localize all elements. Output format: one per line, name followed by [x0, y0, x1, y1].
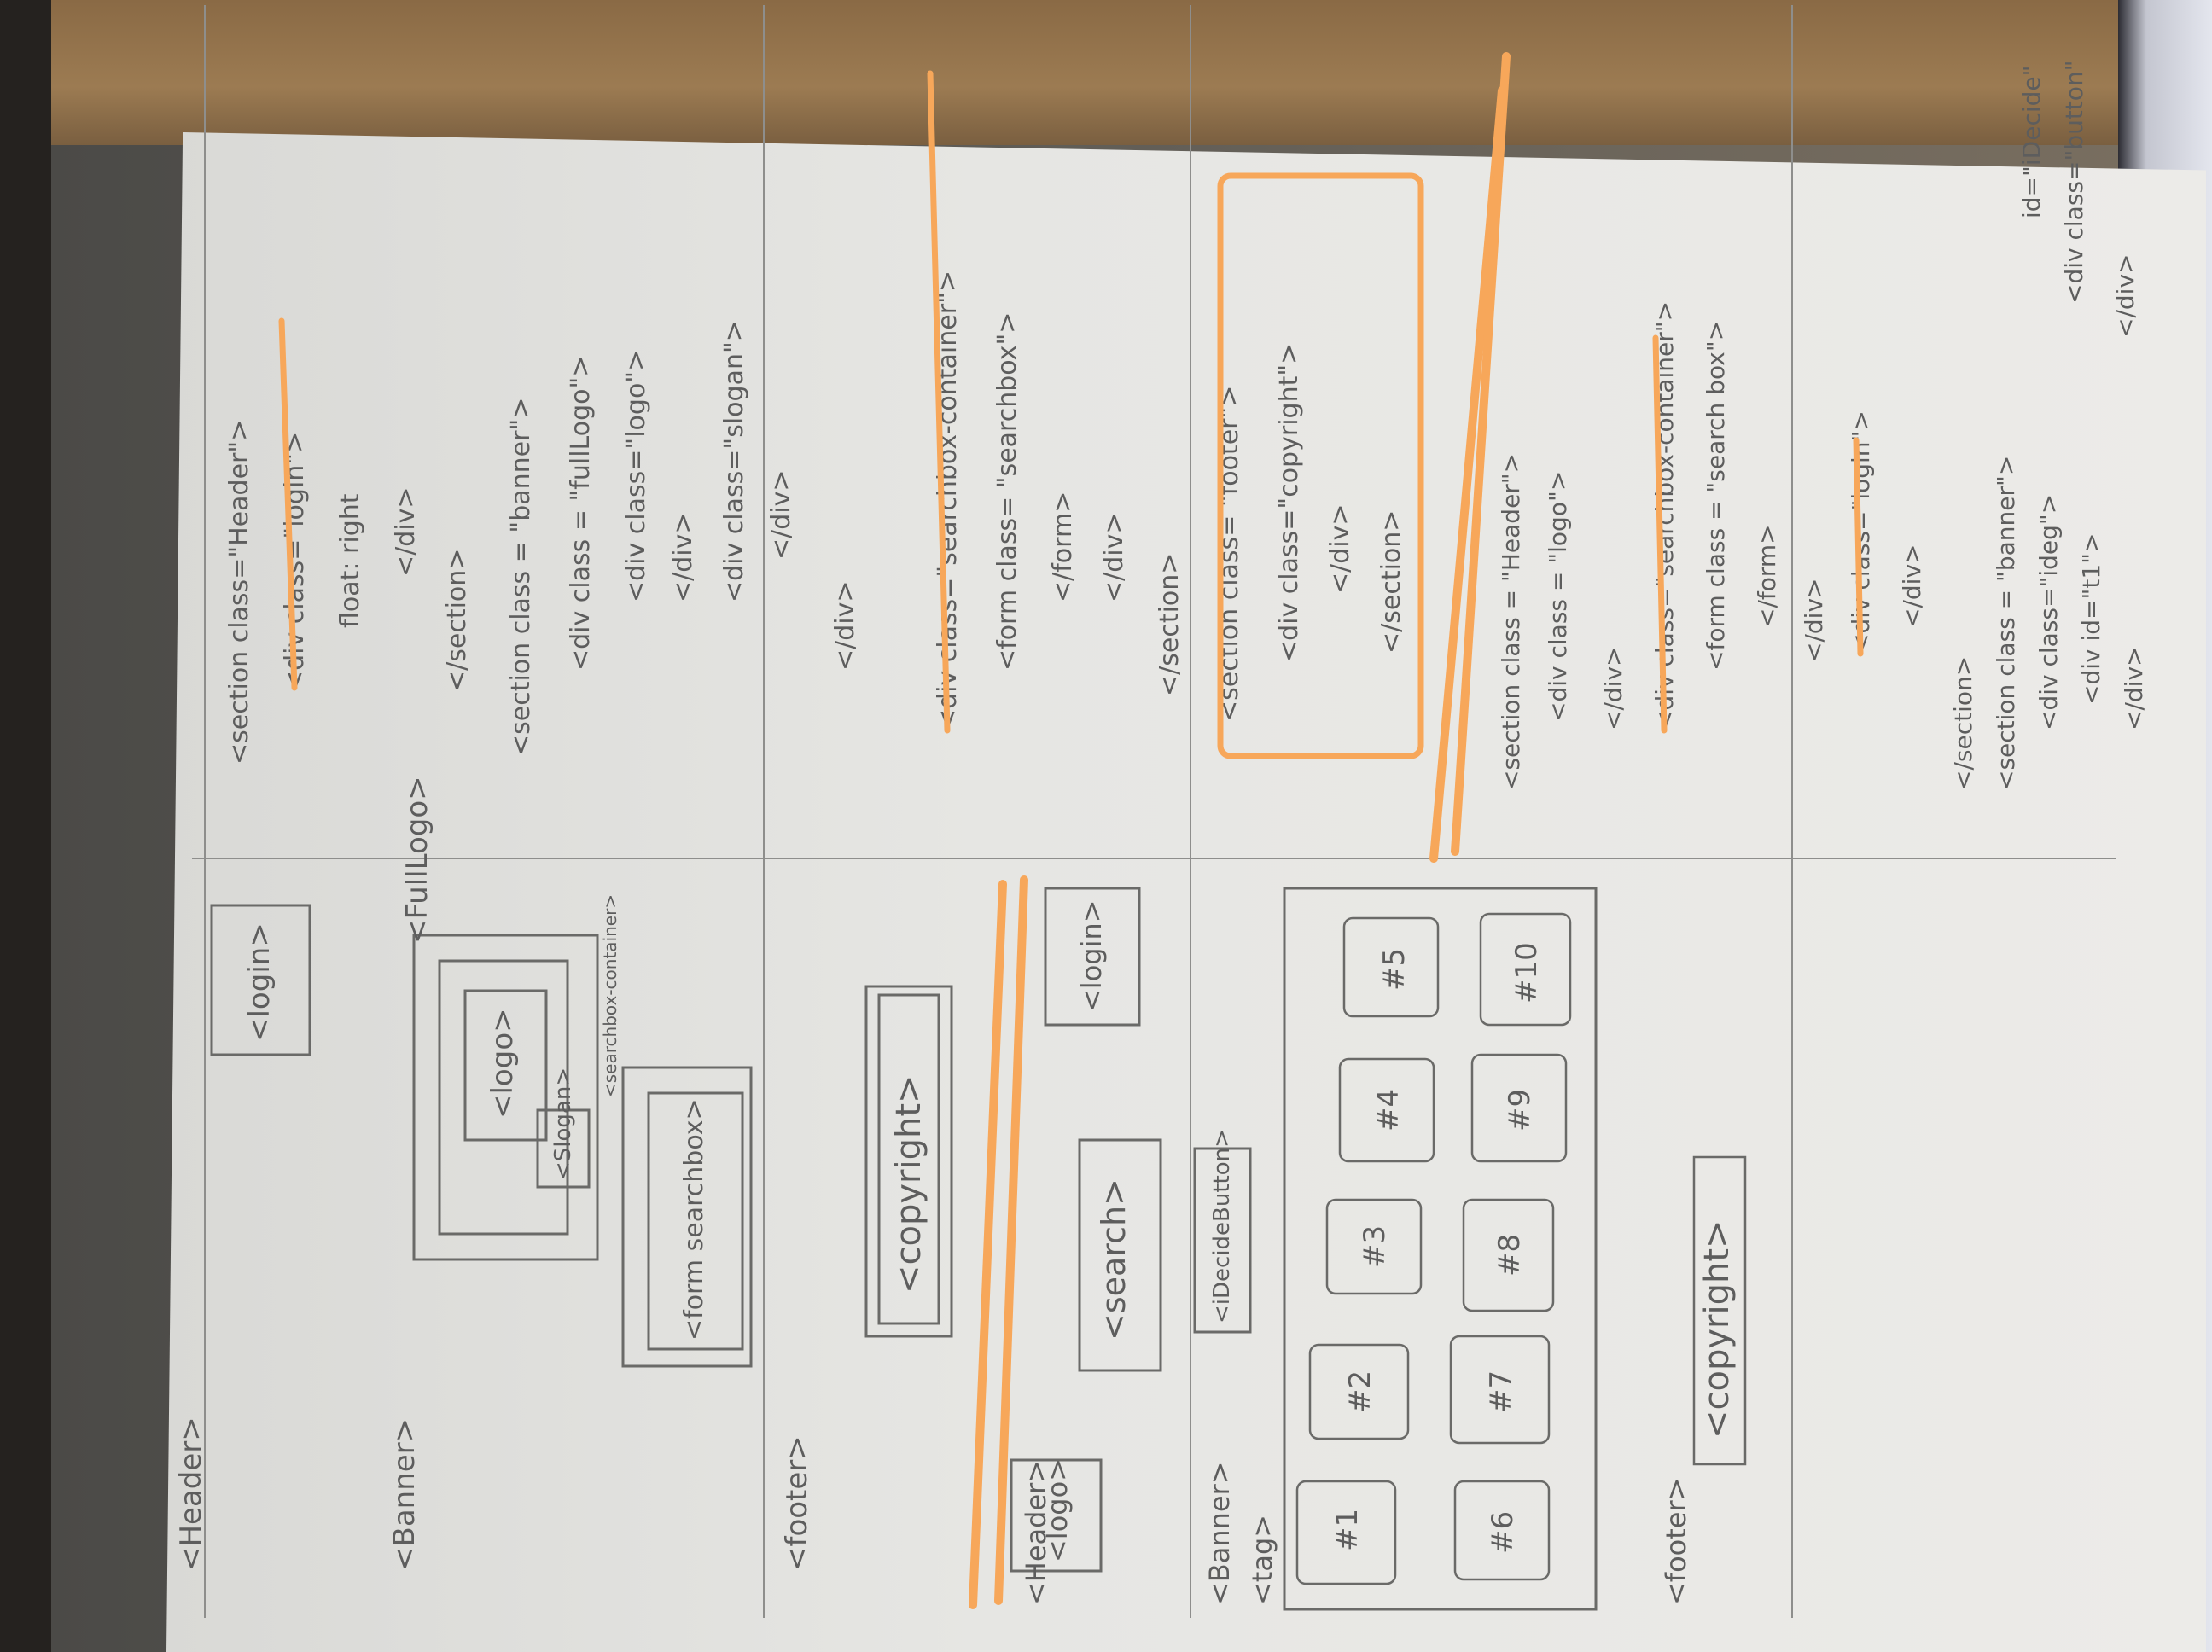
wire-b-footer-label: <footer>	[1660, 1478, 1692, 1605]
code-line: </div>	[830, 580, 860, 671]
code-line: <form class= "searchbox">	[992, 312, 1022, 671]
wire-b-logo-label: <logo>	[1041, 1458, 1074, 1562]
wireframe-b-boxes	[1010, 887, 1598, 1611]
code-line: float: right	[335, 493, 365, 628]
code-line: <div class = "logo">	[1544, 471, 1572, 722]
code-line: <div class="copyright">	[1274, 343, 1304, 662]
code-a-highlights	[278, 70, 1424, 759]
wireframe-b-labels: <Header> <logo> <search> <login> <Banner…	[1020, 899, 1737, 1605]
sketch-paper	[166, 132, 2206, 1652]
code-line: </div>	[1898, 544, 1926, 628]
code-line: </div>	[2120, 647, 2148, 730]
wire-b-login-label: <login>	[1075, 899, 1108, 1012]
wireframe-a-boxes	[210, 904, 953, 1368]
wire-a-searchbox-container-label: <searchbox-container>	[600, 894, 620, 1097]
code-line: <div class="ideg">	[2034, 494, 2063, 730]
tile-grid	[1295, 912, 1747, 1585]
code-line: </section>	[1155, 553, 1185, 696]
tile-label: #3	[1358, 1225, 1392, 1268]
wire-a-banner-label: <Banner>	[387, 1418, 422, 1571]
highlighter-marks	[969, 52, 1511, 1609]
code-line: <section class="Header">	[224, 420, 254, 765]
code-line: </section>	[1377, 510, 1406, 654]
code-line: </div>	[668, 512, 698, 602]
wireframe-a-labels: <Header> <login> <Banner> <FullLogo> <lo…	[174, 776, 928, 1571]
wire-b-search-label: <search>	[1095, 1178, 1132, 1341]
tile-label: #7	[1484, 1370, 1518, 1413]
wire-a-fulllogo-label: <FullLogo>	[400, 776, 434, 944]
tile-label: #9	[1503, 1089, 1537, 1131]
code-line: </section>	[1949, 656, 1977, 790]
code-line: <section class = "banner">	[1992, 456, 2020, 790]
code-line: <section class = "banner">	[506, 398, 536, 756]
desk-shadow-left	[0, 0, 51, 1652]
code-line: <div id="t1">	[2077, 532, 2105, 705]
tile-label: #8	[1493, 1234, 1527, 1277]
code-line: <div class = "fullLogo">	[566, 356, 596, 671]
wire-b-idecide-label: <iDecideButton>	[1209, 1129, 1235, 1323]
code-line: </form>	[1048, 492, 1078, 602]
code-line: </div>	[391, 486, 421, 577]
wire-a-form-label: <form searchbox>	[679, 1098, 709, 1341]
wire-a-slogan-label: <Slogan>	[550, 1067, 576, 1180]
tile-labels: #1 #2 #3 #4 #5 #6 #7 #8 #9 #10	[1330, 942, 1544, 1554]
code-b-highlights	[1652, 334, 1864, 734]
code-line: </div>	[2111, 254, 2139, 338]
wire-b-tag-label: <tag>	[1246, 1515, 1278, 1605]
code-line: <div class="logo">	[621, 350, 651, 602]
desk-wood-edge	[0, 0, 2212, 145]
tile-label: #6	[1486, 1511, 1520, 1554]
wire-a-header-label: <Header>	[174, 1416, 208, 1571]
code-b-block: <section class = "Header"> <div class = …	[1497, 60, 2148, 790]
wire-b-header-label: <Header>	[1020, 1460, 1052, 1605]
wire-a-logo-label: <logo>	[486, 1008, 520, 1119]
code-line: <div class="slogan">	[719, 320, 749, 602]
wire-b-banner-label: <Banner>	[1203, 1461, 1236, 1605]
wire-a-footer-label: <footer>	[780, 1435, 814, 1571]
code-line: id="iDecide"	[2017, 65, 2046, 218]
tile-label: #10	[1510, 942, 1544, 1003]
tile-label: #4	[1371, 1089, 1406, 1131]
code-line: </div>	[1099, 512, 1129, 602]
code-line: </div>	[1599, 647, 1627, 730]
tile-label: #5	[1377, 948, 1412, 991]
wire-b-copyright-label: <copyright>	[1697, 1219, 1737, 1439]
code-line: </form>	[1753, 524, 1781, 628]
tile-label: #2	[1343, 1370, 1377, 1413]
code-line: </div>	[1325, 503, 1355, 594]
tile-label: #1	[1330, 1509, 1365, 1551]
code-line: <section class = "Header">	[1497, 453, 1525, 790]
code-line: <form class = "search box">	[1702, 321, 1730, 671]
wire-a-copyright-label: <copyright>	[889, 1074, 928, 1294]
wire-a-login-label: <login>	[242, 922, 276, 1042]
code-line: <div class="button"	[2060, 60, 2088, 304]
code-a-block: <section class="Header"> <div class="log…	[224, 270, 1406, 765]
code-line: </div>	[766, 469, 796, 560]
code-line: </section>	[442, 549, 472, 692]
code-line: </div>	[1800, 579, 1828, 662]
panel-dividers	[192, 5, 2116, 1618]
